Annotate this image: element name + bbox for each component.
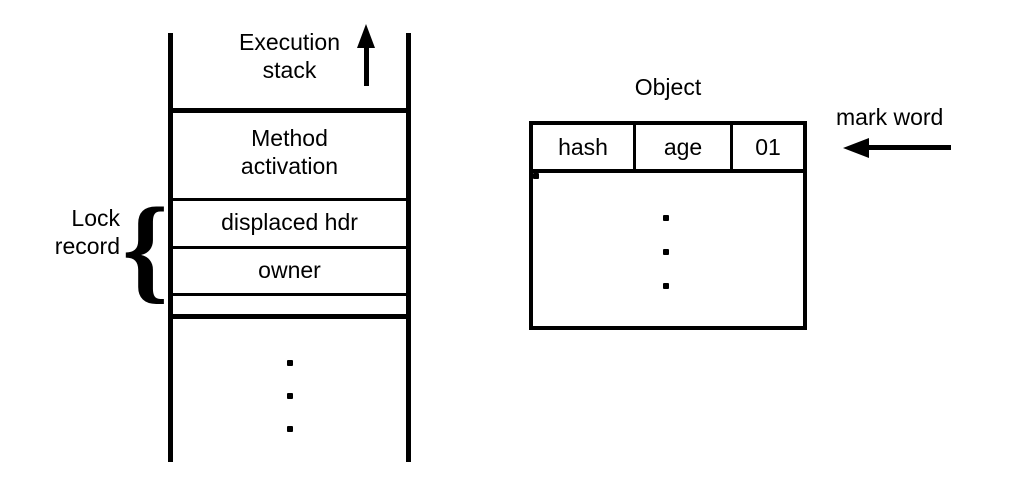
stack-frame-owner: owner: [258, 257, 321, 283]
mark-word-callout-label: mark word: [836, 104, 944, 130]
stack-divider-method-activation-bottom: [168, 198, 411, 201]
stack-frame-displaced-header: displaced hdr: [221, 209, 358, 235]
mark-word-field-tag-bits: 01: [755, 133, 781, 160]
stack-growth-up-arrow: [357, 24, 375, 86]
object-continuation-dot: [663, 215, 669, 221]
object-body: [533, 173, 803, 326]
mark-word-field-hash: hash: [533, 125, 636, 169]
stack-continuation-dot: [287, 426, 293, 432]
object-continuation-dot: [663, 249, 669, 255]
stack-divider-owner-bottom: [168, 293, 411, 296]
lock-record-brace: {: [122, 186, 166, 312]
mark-word-field-age: age: [636, 125, 733, 169]
stack-continuation-dot: [287, 393, 293, 399]
object-mark-word-row: hash age 01: [533, 125, 803, 173]
stack-frame-method-activation: Method activation: [240, 125, 339, 179]
object-continuation-dot: [663, 283, 669, 289]
mark-word-callout-arrow: [843, 138, 951, 158]
object-box: hash age 01: [529, 121, 807, 330]
lock-record-label: Lock record: [54, 205, 120, 259]
stack-divider-displaced-header-bottom: [168, 246, 411, 249]
stack-divider-top: [168, 108, 411, 113]
execution-stack-label: Execution stack: [238, 29, 340, 83]
stack-divider-bottom: [168, 314, 411, 319]
stack-continuation-dot: [287, 360, 293, 366]
object-title: Object: [634, 74, 702, 100]
